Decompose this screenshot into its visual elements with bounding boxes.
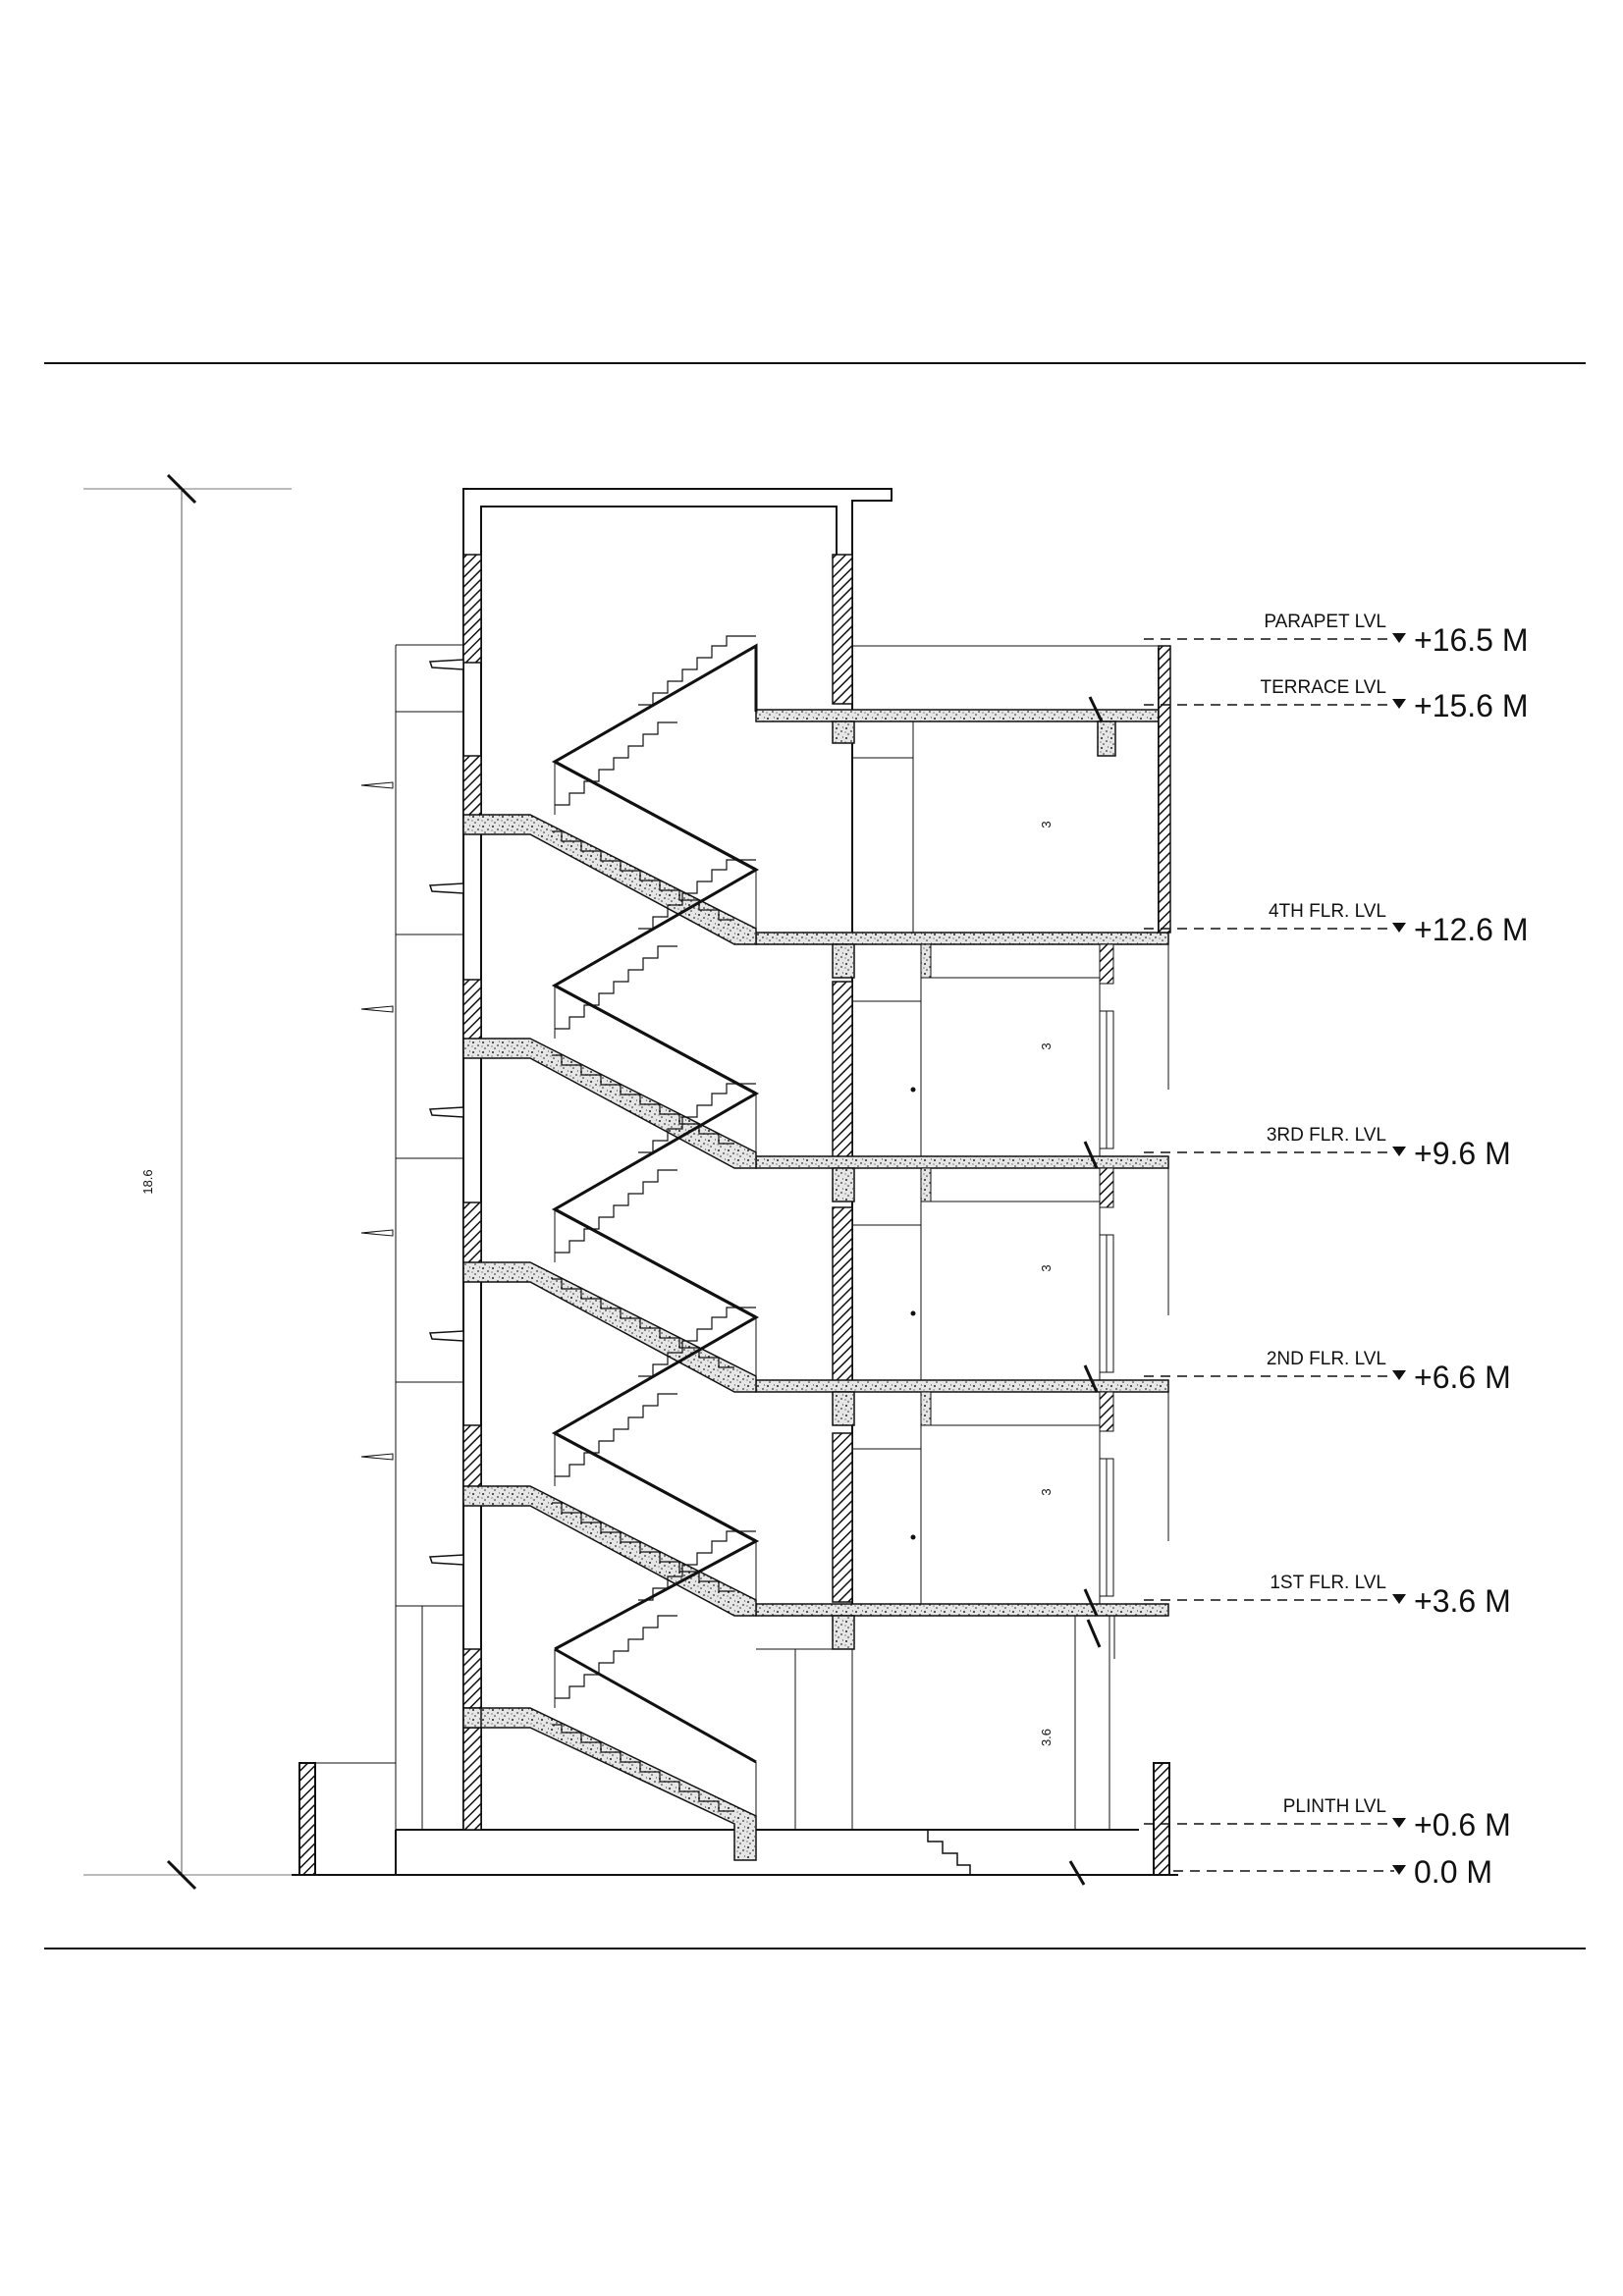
- level-triangle-icon: [1392, 1594, 1406, 1604]
- level-value: +9.6 M: [1414, 1136, 1511, 1171]
- level-triangle-icon: [1392, 1370, 1406, 1380]
- level-name: 1ST FLR. LVL: [1270, 1573, 1386, 1593]
- level-marker: 2ND FLR. LVL +6.6 M: [1144, 1349, 1511, 1395]
- level-triangle-icon: [1392, 1147, 1406, 1156]
- storey-dim-4th: 3: [1039, 821, 1054, 828]
- ground-and-plinth: [292, 1762, 1178, 1886]
- level-value: +3.6 M: [1414, 1583, 1511, 1619]
- level-marker: TERRACE LVL +15.6 M: [1144, 677, 1529, 723]
- stair-steps: [552, 635, 756, 1812]
- level-marker: PARAPET LVL +16.5 M: [1144, 612, 1529, 658]
- level-name: 4TH FLR. LVL: [1269, 901, 1386, 922]
- storey-dim-ground: 3.6: [1039, 1729, 1054, 1746]
- level-marker: 4TH FLR. LVL +12.6 M: [1144, 901, 1529, 947]
- level-name: 3RD FLR. LVL: [1267, 1125, 1386, 1146]
- storey-dim-2nd: 3: [1039, 1264, 1054, 1271]
- level-marker: PLINTH LVL +0.6 M: [1144, 1796, 1511, 1842]
- stair-handrails: [551, 643, 760, 1816]
- level-triangle-icon: [1392, 699, 1406, 709]
- level-triangle-icon: [1392, 1818, 1406, 1828]
- level-value: +6.6 M: [1414, 1360, 1511, 1395]
- storey-dim-3rd: 3: [1039, 1042, 1054, 1049]
- level-name: PLINTH LVL: [1283, 1796, 1386, 1817]
- level-markers: PARAPET LVL +16.5 M TERRACE LVL +15.6 M 4TH …: [1144, 612, 1529, 1890]
- level-marker: 1ST FLR. LVL +3.6 M: [1144, 1573, 1511, 1619]
- level-triangle-icon: [1392, 633, 1406, 643]
- room-partitions: [756, 645, 1171, 1830]
- level-name: 2ND FLR. LVL: [1267, 1349, 1386, 1369]
- overall-height-dimension: 18.6: [83, 473, 292, 1891]
- overall-height-label: 18.6: [140, 1169, 155, 1194]
- level-marker: 0.0 M: [1173, 1854, 1492, 1890]
- stair-core-walls: [462, 488, 893, 1831]
- level-value: +15.6 M: [1414, 688, 1529, 723]
- storey-dim-1st: 3: [1039, 1488, 1054, 1495]
- level-triangle-icon: [1392, 1865, 1406, 1875]
- level-name: TERRACE LVL: [1261, 677, 1386, 698]
- level-value: 0.0 M: [1414, 1854, 1492, 1890]
- level-marker: 3RD FLR. LVL +9.6 M: [1144, 1125, 1511, 1171]
- floor-slabs: [755, 709, 1169, 1650]
- left-facade-elements: [360, 644, 464, 1830]
- level-name: PARAPET LVL: [1264, 612, 1386, 632]
- level-value: +12.6 M: [1414, 912, 1529, 947]
- level-value: +0.6 M: [1414, 1807, 1511, 1842]
- level-triangle-icon: [1392, 923, 1406, 933]
- storey-height-dims: 3.6 3 3 3 3: [1039, 821, 1054, 1746]
- level-value: +16.5 M: [1414, 622, 1529, 658]
- stair-flights: [462, 814, 757, 1861]
